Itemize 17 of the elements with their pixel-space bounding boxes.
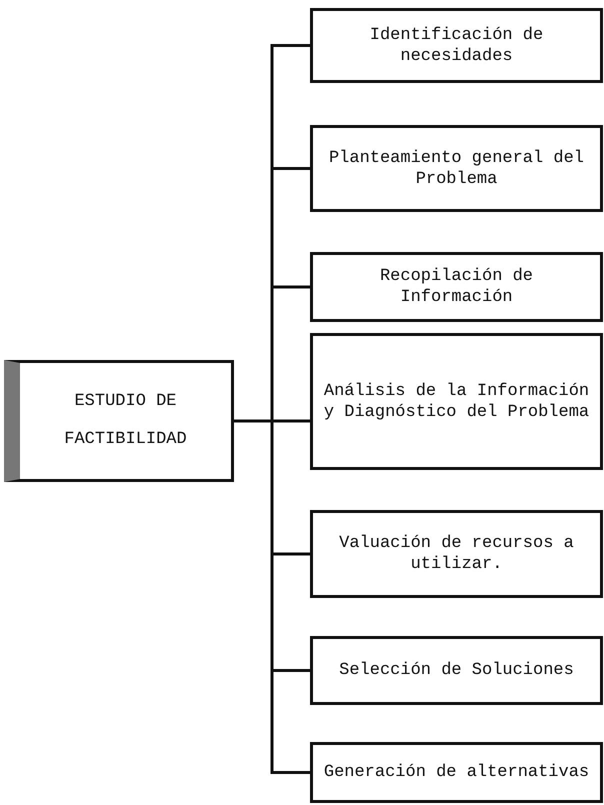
step-box — [310, 8, 603, 83]
title-text: ESTUDIO DE FACTIBILIDAD — [63, 391, 188, 451]
step-box — [310, 510, 603, 598]
step-text: Generación de alternativas — [322, 762, 590, 783]
step-text: Análisis de la Información y Diagnóstico del Problema — [322, 380, 590, 422]
step-text: Planteamiento general del Problema — [328, 148, 586, 190]
step-text: Valuación de recursos a utilizar. — [338, 533, 575, 575]
step-box — [310, 252, 603, 322]
step-box — [310, 636, 603, 705]
main-box — [4, 360, 234, 482]
step-text: Identificación de necesidades — [368, 24, 544, 66]
step-box — [310, 742, 603, 803]
step-text: Recopilación de Información — [378, 266, 534, 308]
step-text: Selección de Soluciones — [338, 660, 575, 681]
step-box — [310, 125, 603, 212]
connector-line — [234, 420, 310, 774]
step-box — [310, 333, 603, 470]
